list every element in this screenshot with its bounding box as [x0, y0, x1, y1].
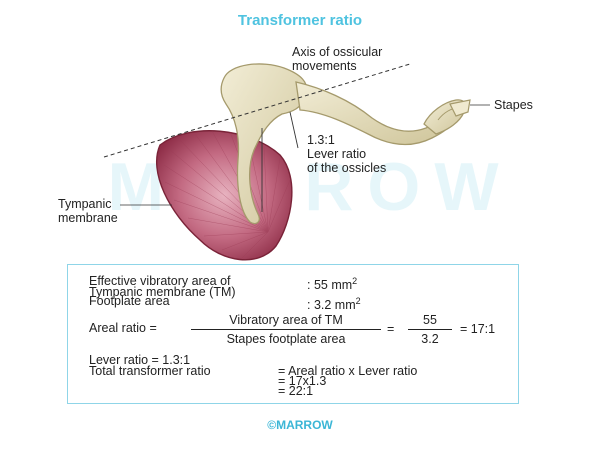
areal-ratio-result: = 17:1 — [460, 322, 496, 336]
formula-box: Effective vibratory area of Tympanic mem… — [67, 264, 519, 404]
effective-area-number: : 55 mm — [307, 278, 353, 293]
unit-exponent: 2 — [352, 276, 358, 286]
areal-denominator: Stapes footplate area — [226, 332, 346, 346]
tympanic-label-line1: Tympanic — [58, 197, 112, 211]
numeric-numerator: 55 — [423, 313, 437, 327]
tympanic-membrane-shape — [155, 130, 293, 261]
lever-ratio-line: Lever ratio = 1.3:1 — [89, 353, 191, 367]
effective-area-label-2: Tympanic membrane (TM) — [89, 285, 236, 299]
diagram-title: Transformer ratio — [237, 12, 363, 29]
tympanic-label-line2: membrane — [58, 211, 118, 225]
equals-sign: = — [387, 322, 395, 336]
footplate-value: : 3.2 mm2 — [307, 295, 361, 312]
effective-area-label: Effective vibratory area of — [89, 274, 231, 288]
lever-arm-short — [289, 111, 299, 149]
tympanic-label: Tympanic membrane — [58, 197, 118, 225]
footplate-number: : 3.2 mm — [307, 298, 356, 313]
lever-ratio-line2: Lever ratio — [307, 147, 367, 161]
total-ratio-result: = 22:1 — [278, 384, 314, 398]
lever-ratio-value: 1.3:1 — [307, 133, 335, 147]
axis-label-line2: movements — [292, 59, 357, 73]
effective-area-value: : 55 mm2 — [307, 275, 357, 292]
numeric-denominator: 3.2 — [421, 332, 439, 346]
unit-exponent-2: 2 — [355, 296, 361, 306]
footer-brand: ©MARROW — [267, 418, 333, 432]
areal-ratio-label: Areal ratio = — [89, 321, 157, 335]
stapes-label: Stapes — [494, 98, 533, 112]
areal-fraction-bar — [191, 329, 381, 330]
lever-ratio-line3: of the ossicles — [307, 161, 387, 175]
footplate-label: Footplate area — [89, 294, 170, 308]
lever-ratio-label: 1.3:1 Lever ratio of the ossicles — [307, 133, 386, 175]
areal-numerator: Vibratory area of TM — [229, 313, 343, 327]
total-ratio-product: = 17x1.3 — [278, 374, 327, 388]
axis-label: Axis of ossicular movements — [292, 45, 382, 73]
total-ratio-formula: = Areal ratio x Lever ratio — [278, 364, 418, 378]
numeric-fraction-bar — [408, 329, 452, 330]
total-ratio-label: Total transformer ratio — [89, 364, 211, 378]
ossicles-shape — [220, 63, 471, 225]
axis-line — [103, 63, 411, 158]
axis-label-line1: Axis of ossicular — [292, 45, 383, 59]
